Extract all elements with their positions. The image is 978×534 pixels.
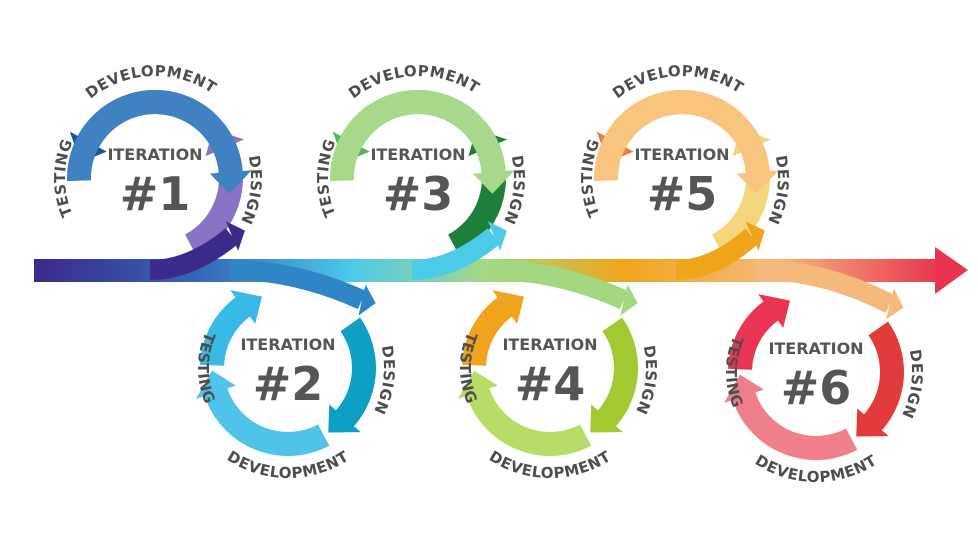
flow-arrow-3 (411, 228, 501, 280)
flow-arrow-5 (675, 228, 759, 280)
iteration-2-testing-arrow (200, 290, 263, 366)
iteration-2-design-arrow (328, 317, 376, 433)
iteration-6-testing-arrow (728, 294, 791, 370)
iteration-3-testing-arrow (330, 89, 515, 194)
iteration-4-title: ITERATION (502, 335, 597, 354)
iteration-6-testing-label: TESTING (722, 334, 747, 410)
flow-arrow-6-head (886, 288, 904, 320)
iteration-4-testing-arrow (462, 290, 525, 366)
iteration-3-title: ITERATION (370, 145, 465, 164)
flow-arrow-4-head (620, 284, 638, 316)
iteration-2-number: #2 (253, 357, 324, 411)
flow-arrow-5-head (745, 221, 765, 251)
iteration-1-testing-arrow (66, 89, 252, 194)
iteration-4-development-arrow (458, 370, 592, 456)
flow-arrow-4 (489, 260, 629, 310)
iteration-6-number: #6 (781, 361, 852, 415)
iteration-6-design-arrow (856, 321, 904, 437)
flow-arrow-6 (757, 260, 895, 313)
iteration-3-number: #3 (383, 167, 454, 221)
iteration-5-title: ITERATION (634, 145, 729, 164)
flow-arrow-2 (229, 260, 367, 310)
iteration-5-testing-arrow (593, 89, 779, 194)
flow-arrow-2-head (358, 284, 376, 316)
iteration-6-development-arrow (724, 374, 858, 460)
timeline-arrow-head (935, 247, 968, 294)
iteration-4-design-arrow (590, 317, 638, 433)
iteration-1-number: #1 (120, 167, 191, 221)
iteration-1-title: ITERATION (107, 145, 202, 164)
iteration-2-testing-label: TESTING (194, 330, 219, 406)
iteration-2-development-arrow (196, 370, 330, 457)
iteration-5-number: #5 (647, 167, 718, 221)
iteration-2-title: ITERATION (240, 335, 335, 354)
iteration-6-title: ITERATION (768, 339, 863, 358)
flow-arrow-1 (149, 228, 239, 280)
flow-arrow-3-head (487, 221, 507, 251)
flow-arrow-1-head (225, 221, 245, 251)
iteration-4-number: #4 (515, 357, 586, 411)
iteration-4-testing-label: TESTING (456, 330, 481, 406)
